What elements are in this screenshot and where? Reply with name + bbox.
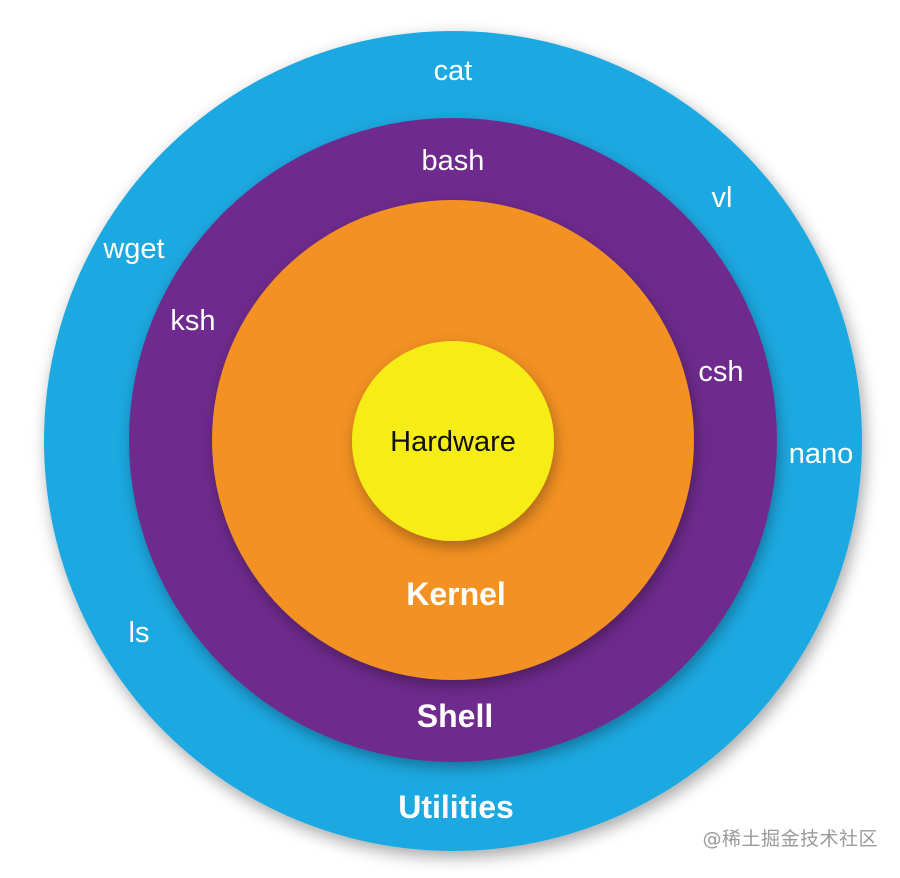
shell-label-csh: csh [698, 356, 743, 388]
shell-label: Shell [417, 698, 493, 734]
hardware-core [352, 341, 554, 541]
shell-label-bash: bash [422, 145, 485, 177]
tool-label-ls: ls [129, 617, 150, 649]
shell-label-ksh: ksh [170, 305, 215, 337]
hardware-label: Hardware [390, 426, 516, 458]
watermark: @稀土掘金技术社区 [702, 828, 878, 850]
tool-label-nano: nano [789, 438, 854, 470]
tool-label-cat: cat [434, 55, 473, 87]
utilities-label: Utilities [398, 789, 514, 825]
tool-label-wget: wget [102, 233, 164, 265]
kernel-label: Kernel [406, 576, 506, 612]
tool-label-vl: vl [712, 182, 733, 214]
